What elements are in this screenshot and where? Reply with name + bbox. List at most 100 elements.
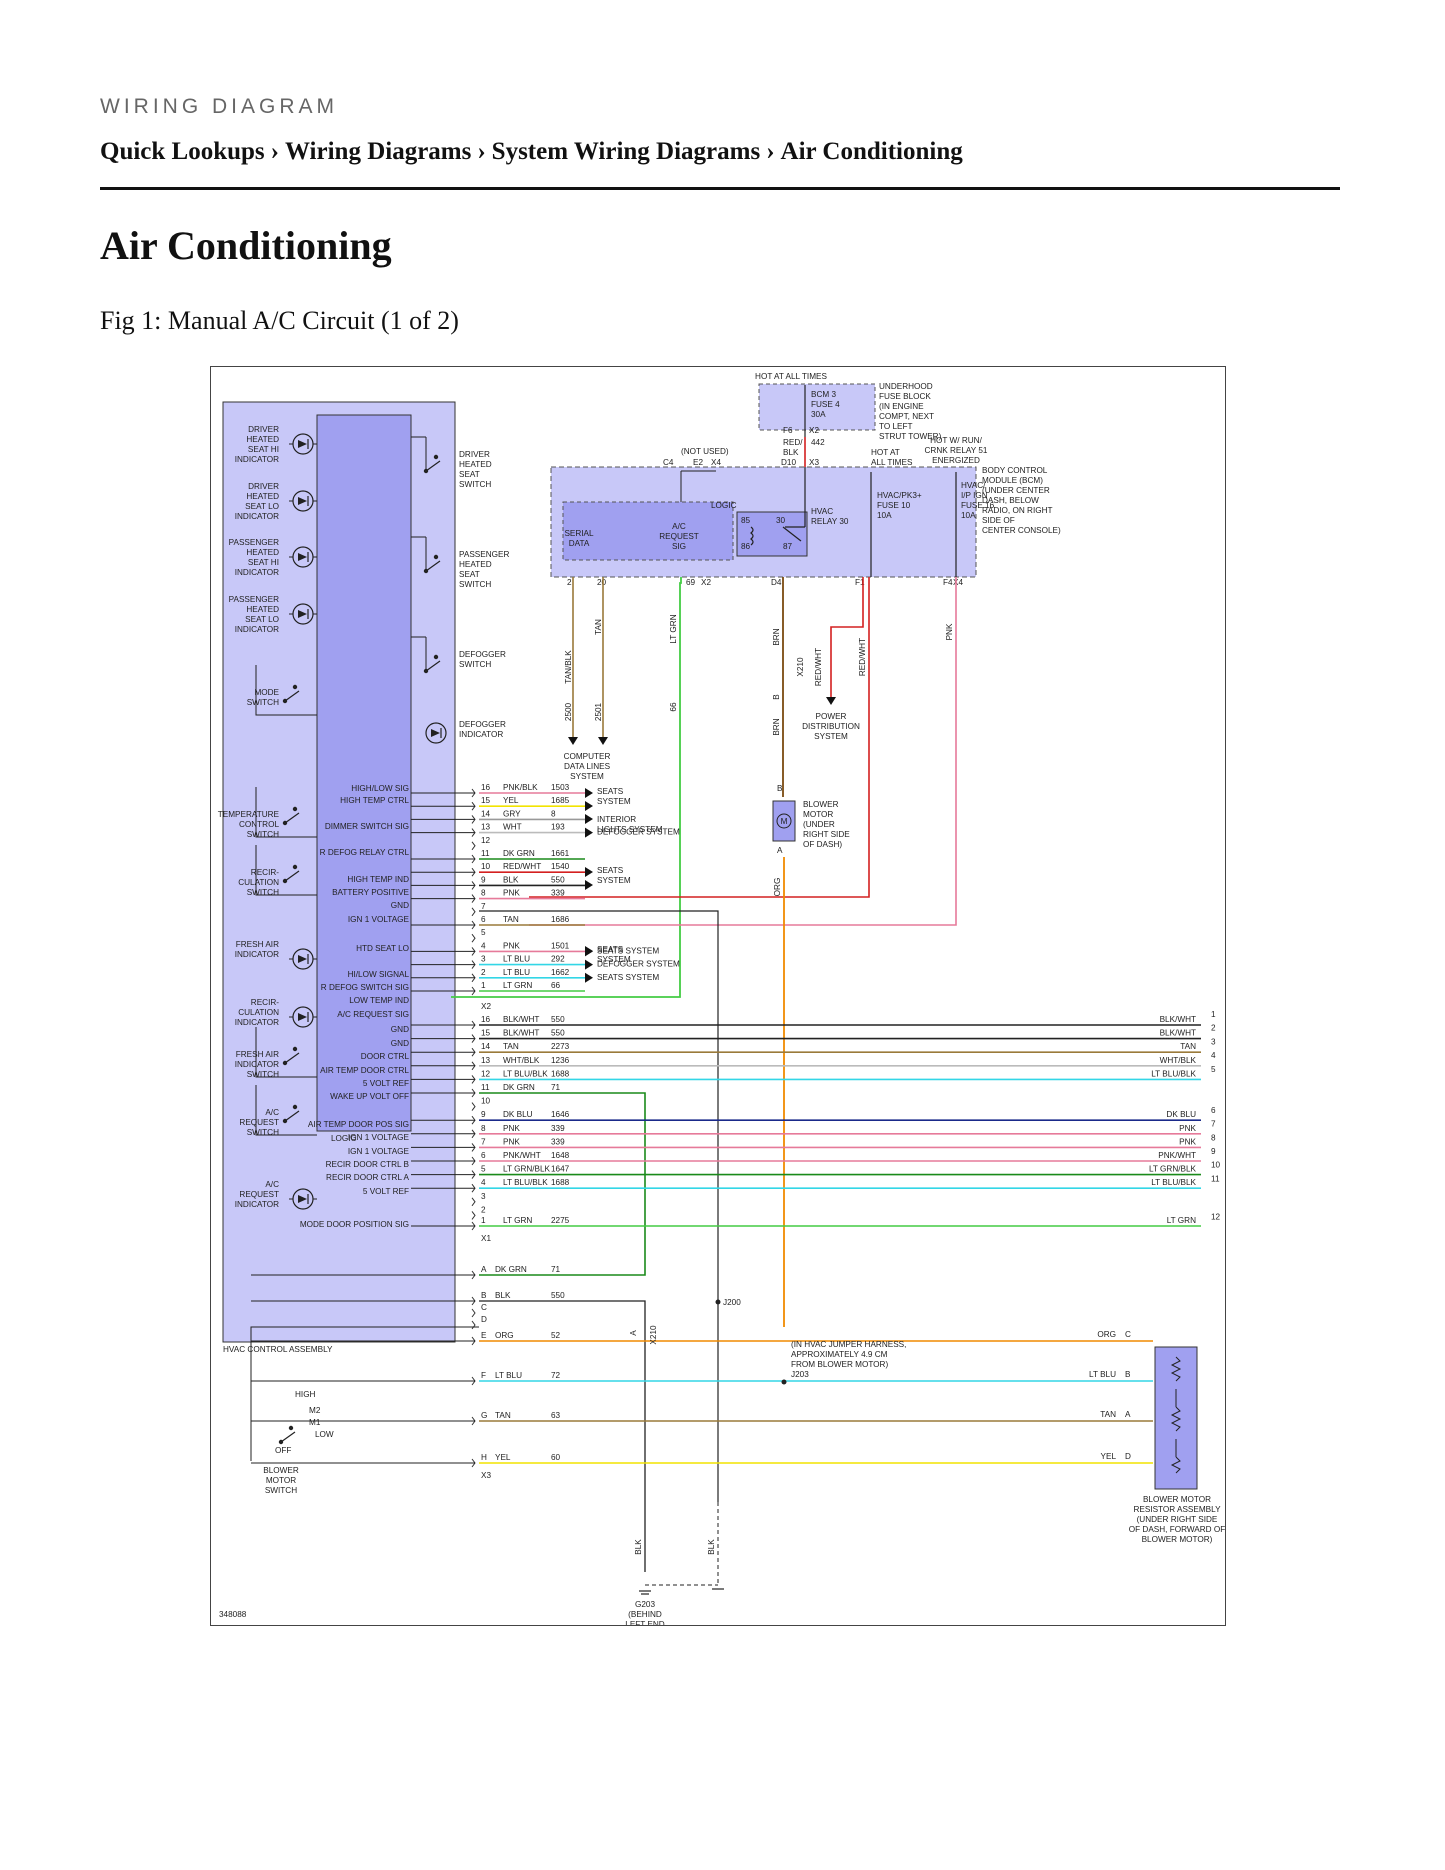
component-label: INDICATOR — [235, 568, 279, 577]
not-used-label: (NOT USED) — [681, 447, 729, 456]
circuit-label: 550 — [551, 1029, 565, 1038]
defogger-indicator-icon-glyph — [431, 729, 440, 737]
component-label: CULATION — [238, 1008, 279, 1017]
wire-color-label: BLK — [783, 448, 799, 457]
fuse10-label: HVAC/PK3+ — [877, 491, 922, 500]
logic-signal-label: R DEFOG SWITCH SIG — [321, 983, 409, 992]
wire-pnk-339 — [529, 577, 957, 926]
connector-pin-icon — [471, 841, 476, 851]
hvac-relay-label: RELAY 30 — [811, 517, 849, 526]
wire-color-label: WHT/BLK — [1160, 1056, 1197, 1065]
wire-color-label: YEL — [1101, 1452, 1117, 1461]
circuit-label: 1686 — [551, 915, 570, 924]
wire-lt-grn-66 — [451, 577, 682, 998]
connector-label: A — [629, 1330, 638, 1336]
component-label: HEATED — [246, 548, 279, 557]
relay-pin-label: 87 — [783, 542, 793, 551]
circuit-label: 1540 — [551, 862, 570, 871]
bcm-label: SIDE OF — [982, 516, 1015, 525]
fuse-block-label: UNDERHOOD — [879, 382, 933, 391]
logic-signal-label: AIR TEMP DOOR POS SIG — [308, 1120, 409, 1129]
fuse-block-label: FUSE BLOCK — [879, 392, 931, 401]
connector-pin-label: 8 — [481, 889, 486, 898]
connector-label: X210 — [796, 657, 805, 677]
wire-red-wht-power — [830, 577, 864, 697]
wire-color-label: TAN — [503, 915, 519, 924]
pin-label: X2 — [809, 426, 819, 435]
serial-data-label: DATA — [569, 539, 590, 548]
switch-wire — [255, 845, 317, 896]
indicator-lamp-icon-glyph — [298, 955, 307, 963]
wire-color-label: TAN/BLK — [564, 650, 573, 684]
bcm-label: BODY CONTROL — [982, 466, 1048, 475]
system-arrow-icon — [585, 827, 593, 838]
connector-label: X210 — [649, 1325, 658, 1345]
logic-signal-label: A/C REQUEST SIG — [337, 1010, 409, 1019]
breadcrumb-item-air-conditioning[interactable]: Air Conditioning — [780, 138, 963, 165]
figure-id-label: 348088 — [219, 1610, 247, 1619]
figure-caption: Fig 1: Manual A/C Circuit (1 of 2) — [100, 306, 459, 335]
component-label: HEATED — [459, 460, 492, 469]
breadcrumb-item-wiring-diagrams[interactable]: Wiring Diagrams — [285, 138, 472, 165]
logic-signal-label: GND — [391, 1025, 409, 1034]
component-label: INDICATOR — [235, 512, 279, 521]
connector-num-label: 1 — [1211, 1010, 1216, 1019]
connector-pin-label: 3 — [481, 1192, 486, 1201]
connector-pin-icon — [471, 933, 476, 943]
component-label: PASSENGER — [229, 595, 279, 604]
connector-pin-label: D — [481, 1315, 487, 1324]
resistor-label: OF DASH, FORWARD OF — [1129, 1525, 1225, 1534]
power-arrow-icon — [826, 697, 836, 705]
system-arrow-icon — [585, 867, 593, 877]
data-line-arrow-icon — [598, 737, 608, 745]
wire-color-label: LT BLU/BLK — [503, 1069, 548, 1078]
component-label: RECIR- — [251, 868, 279, 877]
component-label: HEATED — [459, 560, 492, 569]
wire-color-label: LT BLU — [503, 955, 530, 964]
wire-color-label: LT BLU/BLK — [503, 1178, 548, 1187]
resistor-label: BLOWER MOTOR — [1143, 1495, 1211, 1504]
bcm-label: (UNDER CENTER — [982, 486, 1050, 495]
connector-pin-icon — [471, 1211, 476, 1220]
connector-pin-label: 11 — [481, 849, 490, 858]
connector-pin-icon — [471, 1308, 476, 1318]
component-label: DEFOGGER — [459, 650, 506, 659]
blower-switch-label: SWITCH — [265, 1486, 297, 1495]
blower-switch-label: MOTOR — [266, 1476, 296, 1485]
resistor-pin-label: B — [1125, 1370, 1131, 1379]
wire-color-label: TAN — [594, 619, 603, 635]
component-label: INDICATOR — [235, 1060, 279, 1069]
wire-color-label: TAN — [495, 1411, 511, 1420]
resistor-coil-icon — [1170, 1356, 1182, 1474]
circuit-label: 1501 — [551, 941, 570, 950]
connector-pin-icon — [471, 1197, 476, 1207]
component-label: PASSENGER — [459, 550, 509, 559]
component-label: INDICATOR — [235, 455, 279, 464]
logic-label: LOGIC — [331, 1134, 357, 1143]
wire-red-wht-1540 — [529, 577, 870, 898]
connector-num-label: 2 — [1211, 1024, 1216, 1033]
indicator-lamp-icon-glyph — [298, 1195, 307, 1203]
j203-note: APPROXIMATELY 4.9 CM — [791, 1350, 888, 1359]
connector-pin-label: 10 — [481, 1097, 491, 1106]
indicator-lamp-icon-glyph — [298, 610, 307, 618]
blower-position-label: OFF — [275, 1446, 291, 1455]
switch-icon — [284, 812, 300, 824]
wire-blk-550-j200 — [479, 910, 719, 1502]
connector-pin-label: 16 — [481, 783, 491, 792]
connector-x1-label: X1 — [481, 1234, 491, 1243]
wire-color-label: BLK — [495, 1291, 511, 1300]
connector-num-label: 12 — [1211, 1213, 1221, 1222]
blower-motor-label: MOTOR — [803, 810, 833, 819]
fuse16-label: HVAC/ — [961, 481, 986, 490]
circuit-label: 442 — [811, 438, 825, 447]
breadcrumb-item-quick-lookups[interactable]: Quick Lookups — [100, 138, 265, 165]
logic-signal-label: IGN 1 VOLTAGE — [348, 1147, 410, 1156]
computer-data-lines-label: DATA LINES — [564, 762, 611, 771]
wire-color-label: WHT — [503, 823, 522, 832]
connector-pin-label: B — [481, 1291, 487, 1300]
circuit-label: 1646 — [551, 1110, 570, 1119]
breadcrumb-item-system-wiring[interactable]: System Wiring Diagrams — [491, 138, 761, 165]
connector-pin-icon — [471, 1102, 476, 1111]
resistor-label: RESISTOR ASSEMBLY — [1133, 1505, 1221, 1514]
